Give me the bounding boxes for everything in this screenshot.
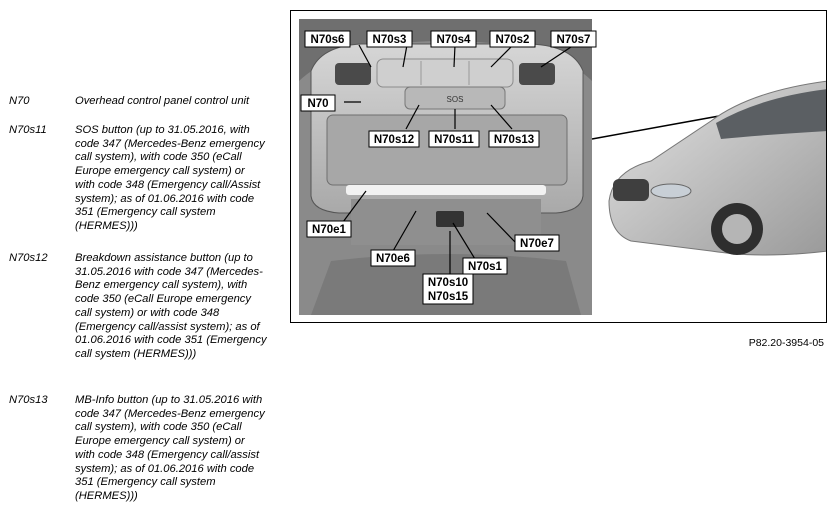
- callout-n70: N70: [307, 98, 328, 110]
- callout-box: [550, 30, 597, 48]
- callout-n70e6: N70e6: [376, 253, 410, 265]
- callout-box: [428, 130, 480, 148]
- car-windshield: [716, 89, 826, 139]
- legend-code: N70s13: [9, 394, 48, 406]
- callout-box: [489, 30, 536, 48]
- callout-n70s12: N70s12: [374, 134, 414, 146]
- callout-labels: N70s6 N70s3 N70s4 N70s2 N70s7 N70 N70s12…: [300, 30, 597, 305]
- callout-box: [306, 220, 352, 238]
- car-rim: [722, 214, 752, 244]
- figure-illustration: SOS N70s6 N70s: [299, 19, 826, 315]
- callout-n70s2: N70s2: [496, 34, 530, 46]
- legend-code: N70: [9, 95, 30, 107]
- legend: N70 Overhead control panel control unit …: [0, 0, 280, 530]
- legend-description: Overhead control panel control unit: [75, 95, 250, 107]
- camera-module: [436, 211, 464, 227]
- callout-n70s4: N70s4: [437, 34, 471, 46]
- callout-box: [488, 130, 540, 148]
- left-grille: [335, 63, 371, 85]
- legend-description: SOS button (up to 31.05.2016, with code …: [75, 124, 265, 232]
- top-button-row: [376, 58, 514, 88]
- callout-n70s1: N70s1: [468, 261, 502, 273]
- callout-n70s15: N70s15: [428, 291, 469, 303]
- callout-box: [304, 30, 351, 48]
- callout-box: [300, 94, 336, 112]
- callout-box: [430, 30, 477, 48]
- figure-reference: P82.20-3954-05: [748, 337, 824, 349]
- callout-n70s7: N70s7: [557, 34, 591, 46]
- callout-n70e7: N70e7: [520, 238, 554, 250]
- car-illustration: [608, 80, 826, 256]
- legend-description: Breakdown assistance button (up to 31.05…: [75, 252, 267, 360]
- callout-box: [366, 30, 413, 48]
- car-grille: [613, 179, 649, 201]
- callout-lines: [342, 44, 575, 274]
- callout-box: [368, 130, 420, 148]
- callout-n70s6: N70s6: [311, 34, 345, 46]
- legend-code: N70s11: [9, 124, 47, 136]
- callout-n70e1: N70e1: [312, 224, 346, 236]
- overhead-panel-figure: SOS N70s6 N70s: [290, 10, 827, 323]
- console-lens: [326, 114, 568, 186]
- car-headlight: [650, 183, 692, 199]
- right-grille: [519, 63, 555, 85]
- sos-glyph: SOS: [447, 95, 464, 104]
- callout-n70s13: N70s13: [494, 134, 534, 146]
- legend-code: N70s12: [9, 252, 48, 264]
- callout-box: [462, 257, 508, 275]
- callout-n70s10: N70s10: [428, 277, 468, 289]
- callout-n70s11: N70s11: [434, 134, 474, 146]
- callout-box: [370, 249, 416, 267]
- callout-box: [422, 273, 474, 305]
- callout-n70s3: N70s3: [373, 34, 407, 46]
- legend-description: MB-Info button (up to 31.05.2016 with co…: [75, 394, 265, 502]
- callout-box: [514, 234, 560, 252]
- light-strip: [346, 185, 546, 195]
